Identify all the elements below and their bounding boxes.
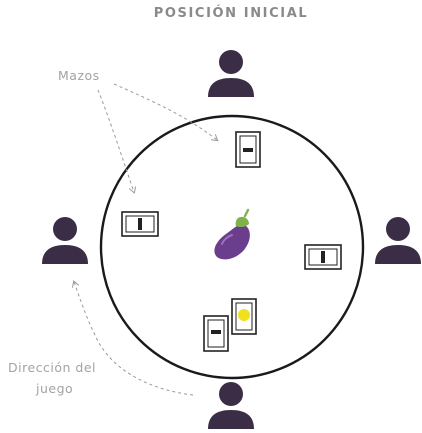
card-deck-top [235,131,261,168]
decks-arrow-top [113,83,217,140]
card-deck-left [121,211,159,237]
person-icon [208,382,254,429]
direction-label-line1: Dirección del [8,360,97,375]
decks-arrow-left [97,89,134,192]
player-right [375,217,421,264]
person-icon [375,217,421,264]
player-top [208,50,254,97]
player-bottom [208,382,254,429]
card-deck-right [304,244,342,270]
person-icon [42,217,88,264]
card-face-up [231,298,257,335]
direction-arrow [74,282,194,396]
decks-label: Mazos [58,68,100,83]
person-icon [208,50,254,97]
player-left [42,217,88,264]
eggplant-icon [214,208,250,260]
direction-label-line2: juego [36,381,74,396]
table-circle [99,114,365,380]
diagram-title: POSICIÓN INICIAL [153,6,309,21]
card-deck-bottom [203,315,229,352]
